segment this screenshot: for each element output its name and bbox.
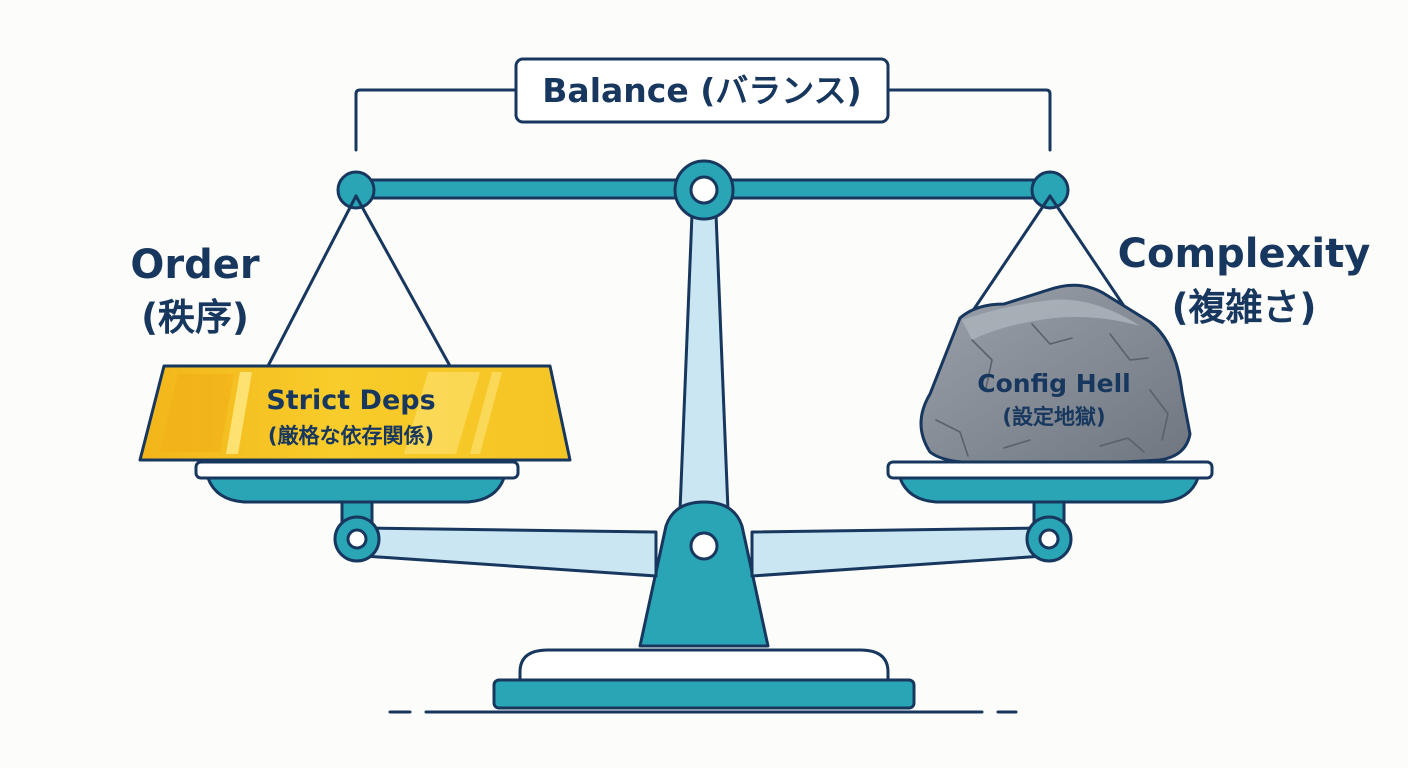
gold-bar-label: Strict Deps (266, 385, 436, 416)
balance-label: Balance (バランス) (542, 71, 862, 110)
gold-bar-sublabel: (厳格な依存関係) (267, 424, 435, 448)
balance-bracket (354, 88, 1052, 152)
rock-sublabel: (設定地獄) (1002, 405, 1106, 429)
center-top-pivot (673, 159, 735, 221)
pan-strings (266, 194, 1134, 368)
right-pan (886, 460, 1214, 504)
order-title: Order (130, 242, 260, 288)
complexity-subtitle: (複雑さ) (1171, 286, 1317, 329)
lower-link-bar (333, 488, 1073, 578)
complexity-title: Complexity (1117, 231, 1371, 277)
left-pan (194, 460, 520, 504)
center-lower-pivot (689, 531, 719, 561)
order-subtitle: (秩序) (141, 296, 249, 339)
scale-pillar (638, 212, 770, 648)
gold-bar (138, 364, 572, 462)
scale-base (492, 648, 916, 710)
balance-label-box (514, 57, 890, 124)
rock-label: Config Hell (977, 369, 1131, 398)
rock (919, 283, 1192, 464)
beam-pivots (336, 170, 1070, 210)
